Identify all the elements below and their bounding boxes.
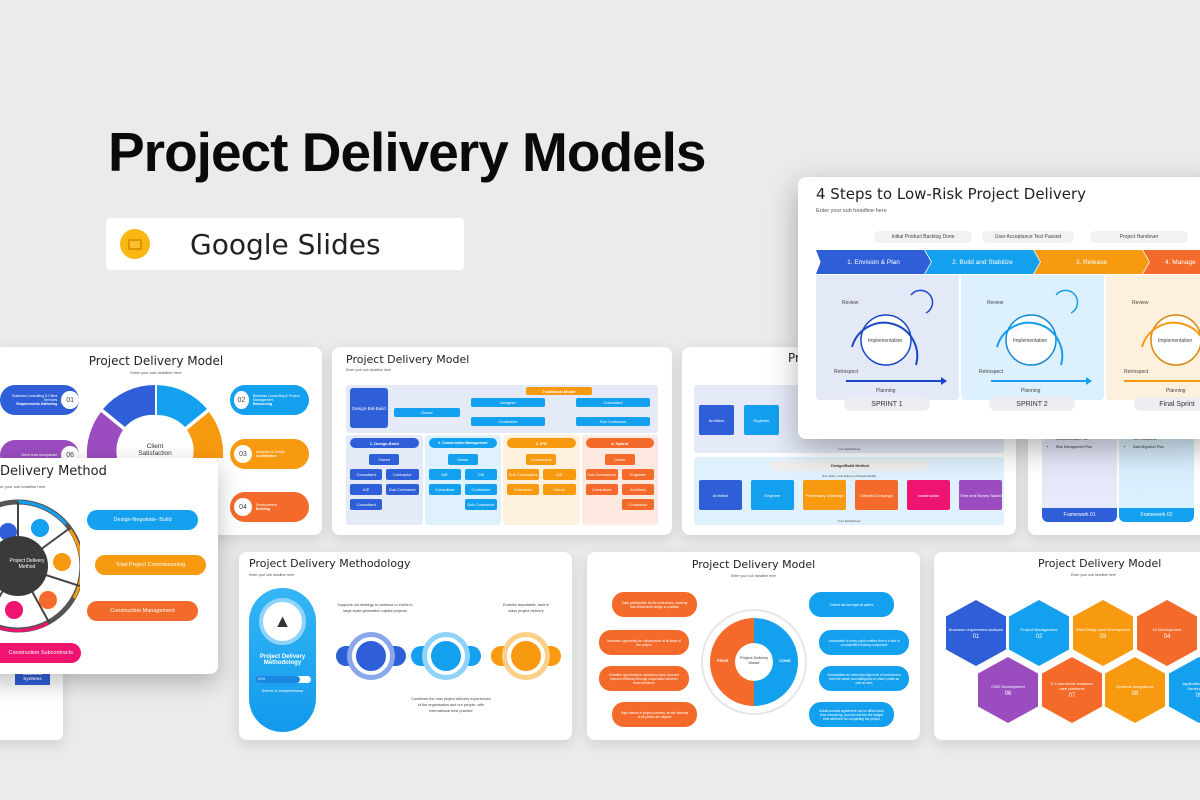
slide-delivery-method[interactable]: Delivery Method Enter your sub headline … xyxy=(0,458,218,674)
step-2: 2. Build and Stabilize xyxy=(925,250,1040,274)
col-ipd: 3. IPD Consultants Sub Contractors A/E C… xyxy=(503,435,580,525)
method-total-commissioning: Total Project Commissioning xyxy=(95,555,206,575)
center-label: Client Satisfaction xyxy=(138,443,172,457)
traditional-panel: Design-Bid-Build Traditional Model Owner… xyxy=(346,385,658,433)
slide-title: Delivery Method xyxy=(0,464,107,479)
google-slides-badge: Google Slides xyxy=(106,218,464,270)
pros-item-1: Early participation by the contractors, … xyxy=(612,592,697,617)
method-wheel xyxy=(0,499,80,633)
panel-design-build: Design/Build Method One Team, One Source… xyxy=(694,457,1004,525)
pros-cons-donut xyxy=(701,609,807,715)
sprint-cycle-icon xyxy=(846,289,947,385)
step-3: 3. Release xyxy=(1034,250,1149,274)
slide-subtitle: Enter your sub headline here xyxy=(816,208,887,214)
slide-subtitle: Enter your sub headline here xyxy=(731,574,776,578)
slide-hexagons[interactable]: Project Delivery Model Enter your sub he… xyxy=(934,552,1200,740)
cons-item-4: Actual contract agreement can be difficu… xyxy=(809,702,894,727)
slide-title: Project Delivery Model xyxy=(346,353,470,366)
col-construction-management: 2. Construction Management Owner A/E CM … xyxy=(424,435,501,525)
method-design-negotiate-build: Design-Negotiate- Build xyxy=(87,510,198,530)
step-1: 1. Envision & Plan xyxy=(816,250,931,274)
slide-org-model[interactable]: Project Delivery Model Enter your sub he… xyxy=(332,347,672,535)
step-node-3 xyxy=(491,634,561,678)
pros-item-4: High chance of project success, as the i… xyxy=(612,702,697,727)
badge-label: Google Slides xyxy=(190,227,381,261)
hex-item: Application Design Development09 xyxy=(1169,657,1200,723)
cons-item-1: Shared risk amongst all parties xyxy=(809,592,894,617)
milestone-2: User Acceptance Test Passed xyxy=(982,231,1074,243)
page-title: Project Delivery Models xyxy=(108,121,707,183)
slide-methodology[interactable]: Project Delivery Methodology Enter your … xyxy=(239,552,572,740)
slide-sprint[interactable]: 4 Steps to Low-Risk Project Delivery Ent… xyxy=(798,177,1200,439)
method-construction-management: Construction Management xyxy=(87,601,198,621)
step-node-2 xyxy=(411,634,481,678)
cons-item-2: Unavailable to many public entities due … xyxy=(819,630,909,655)
sprint-label: Final Sprint xyxy=(1134,397,1200,411)
slide-subtitle: Enter your sub headline here xyxy=(130,370,182,375)
slide-title: Project Delivery Model xyxy=(1038,557,1162,570)
milestone-1: Initial Product Backlog Done xyxy=(874,231,972,243)
slide-title: Pr xyxy=(788,351,800,365)
slide-title: Project Delivery Methodology xyxy=(249,557,411,570)
slide-title: Project Delivery Model xyxy=(88,354,224,368)
cons-item-3: Necessitates an extremely high level of … xyxy=(819,666,909,691)
sprint-panel-3: Review Implementation Retrospect Plannin… xyxy=(1106,275,1200,411)
step-4: 4. Manage xyxy=(1143,250,1200,274)
col-hybrid: 4. Hybrid Owner Sub Contractors Engineer… xyxy=(581,435,658,525)
slide-subtitle: Enter your sub headline here xyxy=(346,368,391,372)
model-columns: 1. Design-Build Owner Consultant Contrac… xyxy=(346,435,658,525)
wheel-center-label: Project Delivery Method xyxy=(9,558,45,570)
method-construction-subcontracts: Construction Subcontracts xyxy=(0,643,81,663)
slide-title: 4 Steps to Low-Risk Project Delivery xyxy=(816,185,1087,203)
col-design-build: 1. Design-Build Owner Consultant Contrac… xyxy=(346,435,423,525)
sprint-panel-1: Review Implementation Retrospect Plannin… xyxy=(816,275,959,411)
progress-bar: 91% xyxy=(255,676,311,683)
sprint-cycle-icon xyxy=(1124,314,1200,382)
slide-subtitle: Enter your sub headline here xyxy=(0,484,46,489)
methodology-card: ▲ Project Delivery Methodology 91% Exten… xyxy=(249,588,316,732)
google-slides-icon xyxy=(120,229,150,259)
slide-pros-cons[interactable]: Project Delivery Model Enter your sub he… xyxy=(587,552,920,740)
pros-item-3: Excellent opportunity to minimize projec… xyxy=(599,666,689,691)
sprint-panel-2: Review Implementation Retrospect Plannin… xyxy=(961,275,1104,411)
sprint-cycle-icon xyxy=(991,289,1092,385)
steps-bar: 1. Envision & Plan 2. Build and Stabiliz… xyxy=(816,250,1200,274)
item-02: 02 Business Consulting & Project Managem… xyxy=(230,385,309,415)
pros-item-2: Increased opportunity for collaboration … xyxy=(599,630,689,655)
rocket-icon: ▲ xyxy=(259,598,306,645)
milestone-3: Project Handover xyxy=(1090,231,1188,243)
step-node-1 xyxy=(336,634,406,678)
slide-subtitle: Enter your sub headline here xyxy=(1071,573,1116,577)
sprint-label: SPRINT 1 xyxy=(844,397,930,411)
design-build-row: Architect Engineer Preliminary Drawings … xyxy=(699,480,1002,510)
client-satisfaction-ring xyxy=(86,384,224,458)
slide-title: Project Delivery Model xyxy=(691,558,816,571)
sprint-label: SPRINT 2 xyxy=(989,397,1075,411)
slide-subtitle: Enter your sub headline here xyxy=(249,573,294,577)
